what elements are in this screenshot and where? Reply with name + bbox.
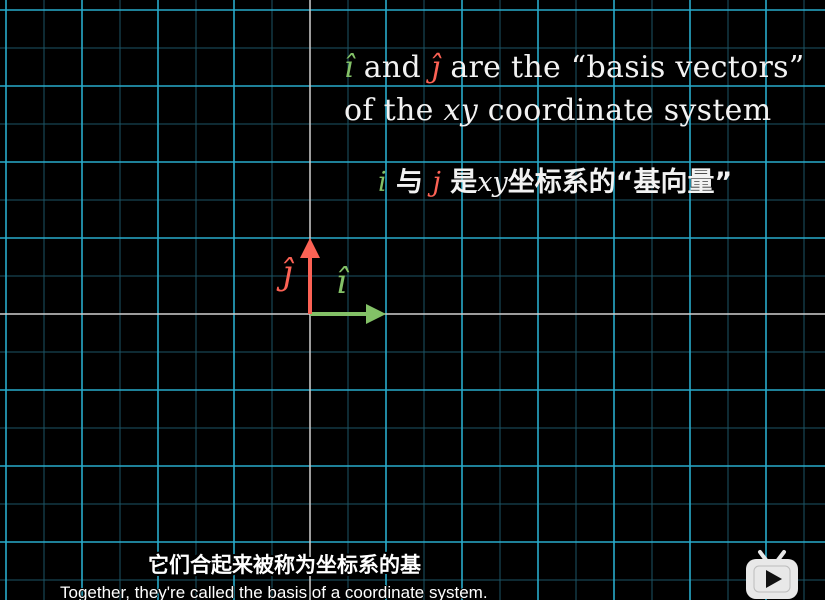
zh-shi: 是 bbox=[440, 167, 478, 198]
j-hat-vector bbox=[300, 238, 320, 314]
j-hat-symbol: ĵ bbox=[430, 50, 441, 85]
caption-line-1: î and ĵ are the “basis vectors” bbox=[344, 50, 804, 85]
zh-rest: 坐标系的“基向量” bbox=[507, 167, 733, 198]
zh-xy: xy bbox=[477, 167, 508, 198]
caption-line-2: of the xy coordinate system bbox=[344, 93, 772, 128]
zh-yu: 与 bbox=[386, 167, 433, 198]
bilibili-tv-icon[interactable] bbox=[744, 548, 800, 600]
zh-j-symbol: j bbox=[432, 167, 441, 198]
caption-line-1-rest: are the “basis vectors” bbox=[440, 50, 805, 85]
caption-line-2-rest: coordinate system bbox=[477, 93, 772, 128]
i-hat-symbol: î bbox=[344, 50, 354, 85]
caption-chinese: i 与 j 是xy坐标系的“基向量” bbox=[378, 160, 732, 199]
subtitle-chinese: 它们合起来被称为坐标系的基 bbox=[148, 553, 421, 577]
i-hat-label: î bbox=[336, 262, 347, 302]
j-hat-label: ĵ bbox=[282, 253, 293, 293]
caption-and: and bbox=[353, 50, 431, 85]
zh-i-symbol: i bbox=[378, 167, 387, 198]
caption-xy: xy bbox=[443, 93, 478, 128]
subtitle-english: Together, they're called the basis of a … bbox=[60, 583, 488, 600]
caption-of-the: of the bbox=[344, 93, 444, 128]
i-hat-vector bbox=[310, 304, 386, 324]
